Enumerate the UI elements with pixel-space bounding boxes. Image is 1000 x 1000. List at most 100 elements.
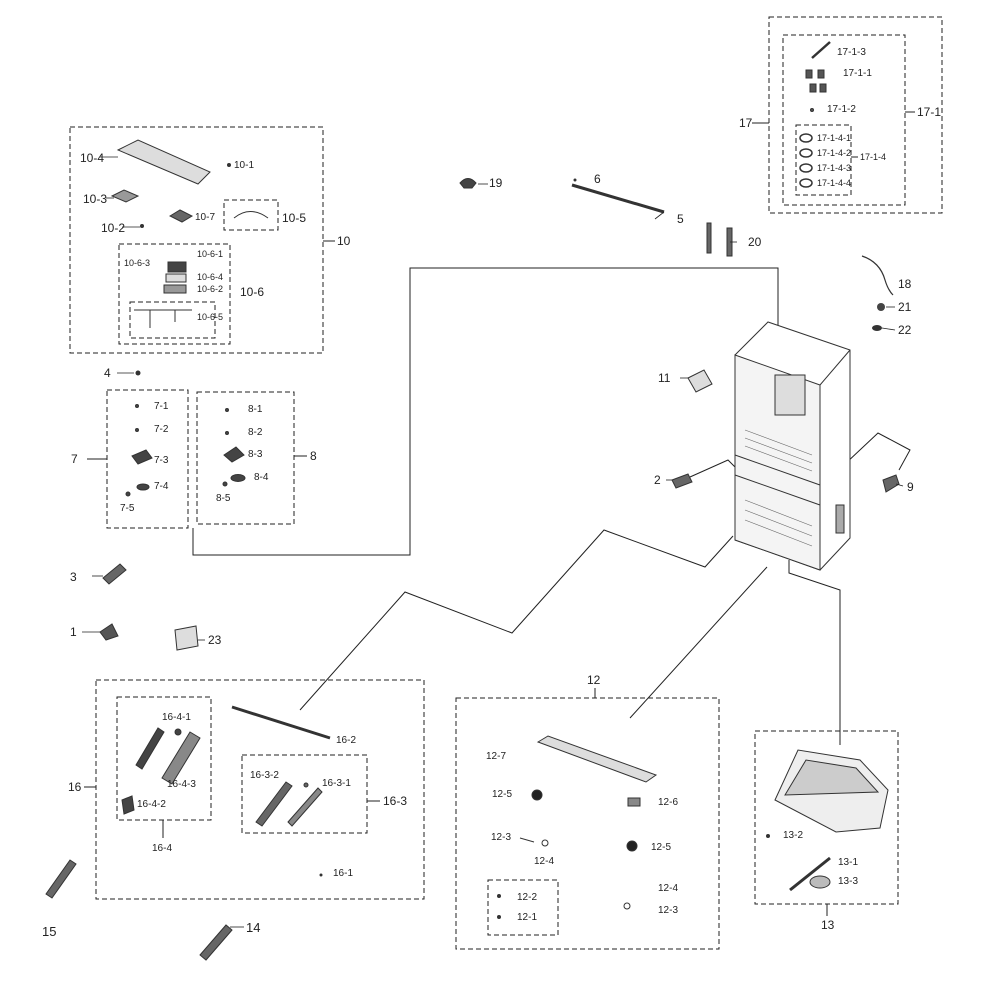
label-16-2: 16-2	[336, 735, 357, 746]
label-10-4: 10-4	[80, 151, 105, 165]
label-12-7: 12-7	[486, 751, 507, 762]
label-17-1-4-2: 17-1-4-2	[817, 148, 852, 158]
label-12-3a: 12-3	[491, 832, 512, 843]
part-21-cap	[877, 303, 885, 311]
label-5: 5	[677, 212, 684, 226]
label-21: 21	[898, 300, 912, 314]
part-10-1-screw	[227, 163, 231, 167]
group-box-8	[196, 391, 295, 525]
label-10-6-5: 10-6-5	[197, 312, 224, 322]
label-17-1-4-4: 17-1-4-4	[817, 178, 852, 188]
label-7-4: 7-4	[154, 481, 169, 492]
label-12: 12	[587, 673, 601, 687]
part-16-2-strip	[231, 705, 331, 740]
label-9: 9	[907, 480, 914, 494]
label-12-4b: 12-4	[658, 883, 679, 894]
label-13-1: 13-1	[838, 857, 859, 868]
label-10-7: 10-7	[195, 212, 216, 223]
label-4: 4	[104, 366, 111, 380]
group-box-12	[455, 697, 720, 950]
label-7-5: 7-5	[120, 503, 135, 514]
part-16-1-screw	[319, 873, 323, 877]
label-6: 6	[594, 172, 601, 186]
group-13-parts	[766, 749, 889, 892]
group-17-parts	[799, 41, 831, 188]
label-2: 2	[654, 473, 661, 487]
label-10-6-2: 10-6-2	[197, 284, 224, 294]
label-17-1-4-1: 17-1-4-1	[817, 133, 852, 143]
part-6-pin	[573, 178, 577, 182]
label-10-6: 10-6	[240, 285, 265, 299]
label-10-6-3: 10-6-3	[124, 258, 151, 268]
part-11-bracket	[687, 369, 713, 393]
label-14: 14	[246, 920, 261, 935]
label-1: 1	[70, 625, 77, 639]
label-12-1: 12-1	[517, 912, 538, 923]
label-10-3: 10-3	[83, 192, 108, 206]
label-7: 7	[71, 452, 78, 466]
label-8-1: 8-1	[248, 404, 263, 415]
label-17: 17	[739, 116, 753, 130]
label-11: 11	[658, 371, 671, 385]
label-17-1-1: 17-1-1	[843, 68, 872, 79]
group-box-17	[768, 16, 943, 214]
part-10-2-screw	[140, 224, 144, 228]
label-20: 20	[748, 235, 762, 249]
group-box-10	[69, 126, 324, 354]
label-16: 16	[68, 780, 82, 794]
part-23-filter	[174, 625, 199, 651]
label-17-1-2: 17-1-2	[827, 104, 856, 115]
part-10-3-bracket	[110, 189, 140, 203]
label-16-4-1: 16-4-1	[162, 712, 191, 723]
label-17-1-3: 17-1-3	[837, 47, 866, 58]
part-1-hinge	[99, 623, 119, 641]
group-8-parts	[222, 408, 246, 487]
label-8-5: 8-5	[216, 493, 231, 504]
group-7-parts	[125, 404, 153, 497]
part-14-trim	[199, 924, 233, 961]
label-17-1-4: 17-1-4	[860, 152, 887, 162]
label-7-2: 7-2	[154, 424, 169, 435]
group-box-16	[95, 679, 425, 900]
label-12-3b: 12-3	[658, 905, 679, 916]
connector-lines	[84, 111, 915, 916]
leader-lines	[82, 156, 904, 928]
label-10-1: 10-1	[234, 160, 255, 171]
label-19: 19	[489, 176, 503, 190]
group-16-4-parts	[121, 727, 201, 815]
label-8-4: 8-4	[254, 472, 269, 483]
part-2-hinge	[671, 473, 693, 489]
part-3-hinge	[102, 563, 127, 585]
label-10-5: 10-5	[282, 211, 307, 225]
label-3: 3	[70, 570, 77, 584]
part-10-4-cover	[116, 139, 211, 185]
label-16-1: 16-1	[333, 868, 354, 879]
label-10: 10	[337, 234, 351, 248]
part-20-rails	[706, 222, 733, 257]
label-7-3: 7-3	[154, 455, 169, 466]
label-23: 23	[208, 633, 222, 647]
group-16-3-parts	[255, 781, 323, 827]
label-10-6-1: 10-6-1	[197, 249, 224, 259]
label-12-5a: 12-5	[492, 789, 513, 800]
label-17-1-4-3: 17-1-4-3	[817, 163, 852, 173]
part-9-hinge	[882, 474, 900, 493]
label-16-3-1: 16-3-1	[322, 778, 351, 789]
label-8-3: 8-3	[248, 449, 263, 460]
label-10-2: 10-2	[101, 221, 126, 235]
label-18: 18	[898, 277, 912, 291]
part-15-trim	[45, 859, 77, 899]
label-22: 22	[898, 323, 912, 337]
label-12-5b: 12-5	[651, 842, 672, 853]
label-16-4: 16-4	[152, 843, 173, 854]
label-15: 15	[42, 924, 57, 939]
label-10-6-4: 10-6-4	[197, 272, 224, 282]
label-16-4-3: 16-4-3	[167, 779, 196, 790]
part-18-wire	[861, 255, 894, 296]
part-22-cap	[872, 325, 882, 331]
label-16-3-2: 16-3-2	[250, 770, 279, 781]
part-10-5-wire	[233, 211, 269, 219]
label-13-3: 13-3	[838, 876, 859, 887]
part-10-7-pcb	[168, 209, 194, 223]
